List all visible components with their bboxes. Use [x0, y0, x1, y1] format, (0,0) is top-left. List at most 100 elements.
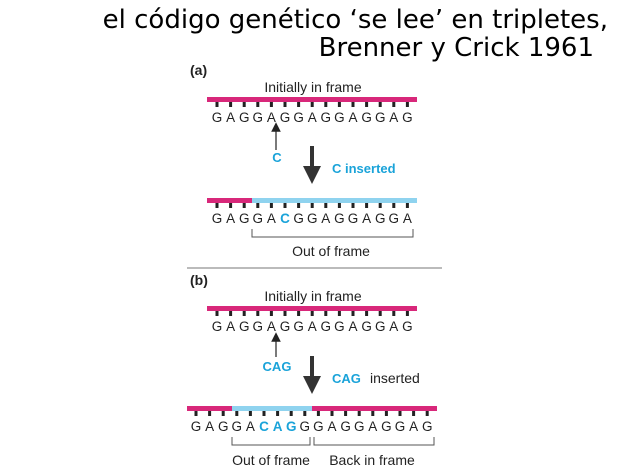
base-tick: [324, 102, 328, 107]
base-letter: G: [381, 419, 392, 434]
base-letter: A: [308, 110, 317, 125]
base-letter: G: [293, 319, 304, 334]
base-tick: [215, 311, 219, 316]
base-tick: [221, 411, 225, 416]
inserted-base-letter: G: [286, 419, 297, 434]
panel-b-insert-bases: CAG: [263, 359, 292, 374]
panel-a-out-of-frame-bracket: [251, 229, 414, 238]
base-tick: [276, 411, 280, 416]
base-letter: G: [334, 319, 345, 334]
base-letter: G: [253, 211, 264, 226]
base-tick: [378, 102, 382, 107]
base-letter: A: [403, 211, 412, 226]
base-tick: [262, 411, 266, 416]
base-tick: [351, 203, 355, 208]
base-tick: [297, 102, 301, 107]
base-tick: [357, 411, 361, 416]
base-letter: G: [293, 211, 304, 226]
panel-b-down-arrow: [303, 356, 321, 394]
panel-b-in-frame-bar-left: [187, 406, 232, 411]
slide-title-line2: Brenner y Crick 1961: [318, 33, 594, 63]
panel-a-mutant-ticks: [215, 203, 409, 208]
base-letter: A: [327, 419, 336, 434]
base-letter: G: [239, 110, 250, 125]
base-tick: [256, 311, 260, 316]
base-tick: [283, 311, 287, 316]
base-letter: A: [267, 110, 276, 125]
base-tick: [337, 203, 341, 208]
base-letter: G: [321, 319, 332, 334]
base-letter: G: [361, 110, 372, 125]
base-letter: G: [239, 211, 250, 226]
base-letter: G: [375, 319, 386, 334]
base-letter: A: [409, 419, 418, 434]
base-letter: G: [334, 211, 345, 226]
base-tick: [229, 203, 233, 208]
base-tick: [365, 203, 369, 208]
base-letter: G: [354, 419, 365, 434]
base-tick: [398, 411, 402, 416]
base-letter: A: [267, 211, 276, 226]
base-letter: A: [348, 319, 357, 334]
base-tick: [297, 311, 301, 316]
base-tick: [303, 411, 307, 416]
panel-a-in-frame-bar: [207, 198, 252, 203]
slide-title-line1: el código genético ‘se lee’ en tripletes…: [102, 5, 608, 35]
base-tick: [392, 203, 396, 208]
base-tick: [351, 311, 355, 316]
base-letter: A: [308, 319, 317, 334]
panel-b-inserted-caption-rest: inserted: [370, 370, 420, 386]
panel-b-inserted-caption: CAG inserted: [332, 368, 420, 387]
base-letter: G: [212, 110, 223, 125]
inserted-base-letter: C: [280, 211, 290, 226]
base-letter: G: [334, 110, 345, 125]
base-tick: [310, 311, 314, 316]
base-letter: A: [226, 110, 235, 125]
base-tick: [269, 203, 273, 208]
base-letter: G: [375, 211, 386, 226]
base-letter: G: [375, 110, 386, 125]
base-tick: [378, 311, 382, 316]
base-tick: [405, 311, 409, 316]
base-tick: [365, 102, 369, 107]
panel-b-label: (b): [190, 272, 208, 288]
panel-b-inserted-caption-bold: CAG: [332, 371, 361, 386]
base-letter: A: [246, 419, 255, 434]
base-tick: [283, 203, 287, 208]
base-tick: [330, 411, 334, 416]
base-tick: [425, 411, 429, 416]
base-tick: [351, 102, 355, 107]
base-tick: [215, 102, 219, 107]
base-tick: [289, 411, 293, 416]
base-tick: [384, 411, 388, 416]
base-tick: [365, 311, 369, 316]
panel-a-label: (a): [190, 62, 207, 78]
panel-b-back-in-frame-caption: Back in frame: [329, 452, 415, 468]
base-letter: G: [422, 419, 433, 434]
base-letter: G: [389, 211, 400, 226]
base-tick: [194, 411, 198, 416]
base-tick: [242, 203, 246, 208]
base-letter: G: [402, 110, 413, 125]
base-tick: [324, 311, 328, 316]
inserted-base-letter: A: [273, 419, 283, 434]
base-tick: [392, 311, 396, 316]
base-tick: [269, 311, 273, 316]
panel-a-insert-base: C: [272, 150, 282, 165]
base-letter: G: [253, 110, 264, 125]
panel-b-back-in-frame-bracket: [313, 437, 435, 446]
panel-a-out-of-frame-caption: Out of frame: [292, 243, 370, 259]
base-letter: G: [307, 211, 318, 226]
base-letter: A: [368, 419, 377, 434]
base-tick: [269, 102, 273, 107]
base-letter: A: [389, 110, 398, 125]
panel-b-initial-caption: Initially in frame: [264, 288, 361, 304]
base-tick: [229, 311, 233, 316]
base-letter: G: [313, 419, 324, 434]
base-tick: [283, 102, 287, 107]
base-tick: [310, 203, 314, 208]
base-letter: G: [191, 419, 202, 434]
